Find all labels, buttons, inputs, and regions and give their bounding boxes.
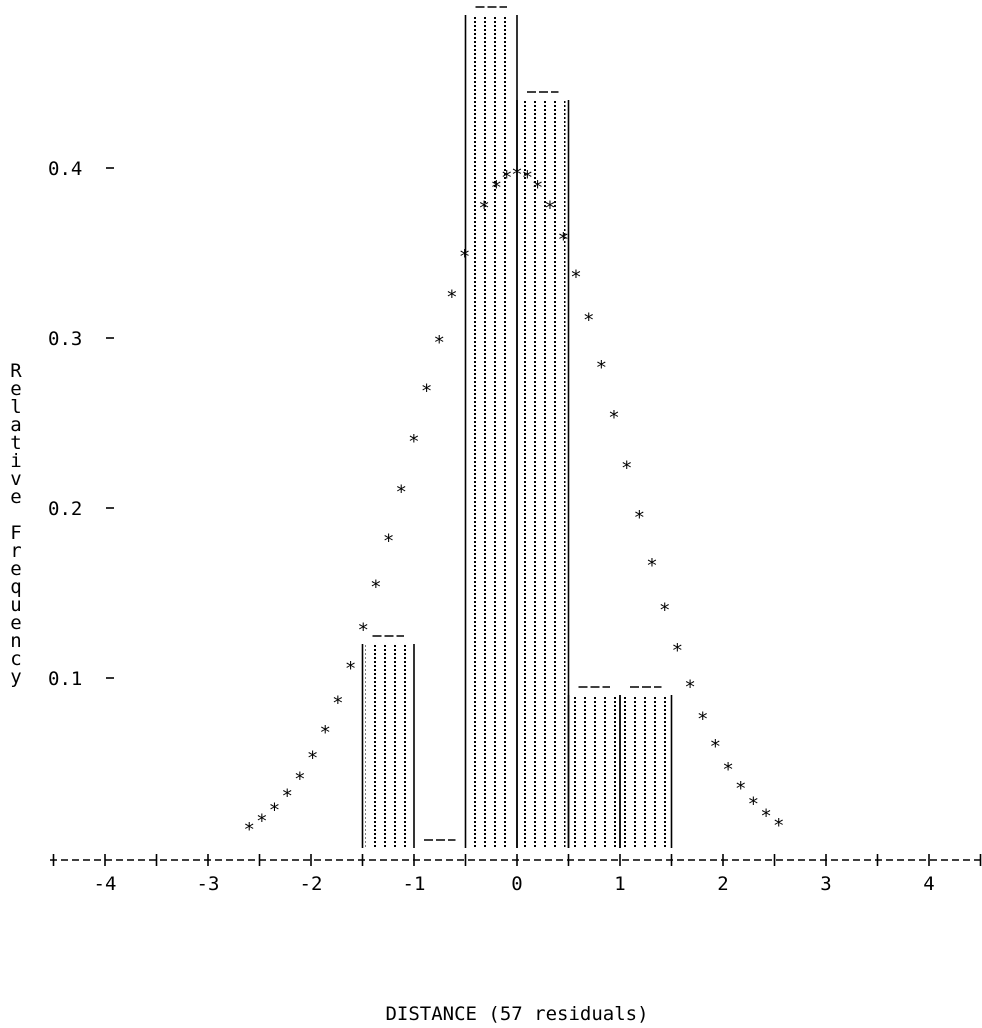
curve-point: * (697, 709, 708, 731)
y-axis-label-char: y (10, 666, 21, 688)
x-tick-label: -4 (94, 873, 117, 895)
x-tick-label: -3 (197, 873, 220, 895)
curve-point: * (558, 229, 569, 251)
histogram-bar (619, 686, 673, 848)
y-axis-label-char: r (10, 540, 21, 562)
curve-point: * (459, 246, 470, 268)
curve-point: * (370, 577, 381, 599)
curve-point: * (294, 768, 305, 790)
y-axis-label-char: e (10, 558, 21, 580)
bar-fill (571, 695, 617, 848)
y-tick-label: 0.4 (48, 158, 82, 180)
curve-point: * (243, 819, 254, 841)
curve-point: * (722, 759, 733, 781)
curve-point: * (522, 167, 533, 189)
x-tick-label: -2 (300, 873, 323, 895)
y-tick-label: 0.1 (48, 668, 82, 690)
curve-point: * (608, 407, 619, 429)
x-tick-label: 1 (614, 873, 625, 895)
curve-point: * (319, 722, 330, 744)
curve-point: * (532, 177, 543, 199)
y-axis-label-char: e (10, 612, 21, 634)
curve-point: * (596, 357, 607, 379)
x-tick-label: 2 (717, 873, 728, 895)
histogram-bars (361, 6, 673, 848)
curve-point: * (735, 778, 746, 800)
y-axis-label-char: t (10, 432, 21, 454)
histogram-bar (464, 6, 518, 848)
y-axis-label-char: l (10, 396, 21, 418)
y-axis-label-char: i (10, 450, 21, 472)
curve-point: * (659, 599, 670, 621)
curve-point: * (634, 507, 645, 529)
y-tick-label: 0.3 (48, 328, 82, 350)
histogram-bar (361, 635, 415, 848)
curve-point: * (281, 786, 292, 808)
bar-fill (468, 15, 514, 848)
curve-point: * (684, 677, 695, 699)
curve-point: * (269, 800, 280, 822)
y-axis-label-char: F (10, 522, 21, 544)
histogram-bar (516, 91, 570, 848)
curve-point: * (544, 198, 555, 220)
curve-point: * (710, 736, 721, 758)
curve-point: * (501, 167, 512, 189)
curve-point: * (434, 332, 445, 354)
bar-fill (365, 644, 411, 848)
curve-point: * (256, 810, 267, 832)
x-tick-label: -1 (403, 873, 426, 895)
bar-fill (520, 100, 566, 848)
y-tick-labels: 0.1 0.2 0.3 0.4 (48, 158, 114, 690)
x-axis (50, 854, 982, 866)
curve-point: * (570, 266, 581, 288)
curve-point: * (383, 530, 394, 552)
y-axis-label-char: c (10, 648, 21, 670)
x-tick-labels: -4 -3 -2 -1 0 1 2 3 4 (94, 873, 935, 895)
curve-point: * (491, 177, 502, 199)
y-axis-label-char: R (10, 360, 22, 382)
y-axis-label-char: e (10, 378, 21, 400)
curve-point: * (345, 658, 356, 680)
curve-point: * (583, 310, 594, 332)
y-axis-label-char: a (10, 414, 21, 436)
curve-point: * (773, 815, 784, 837)
x-tick-label: 4 (923, 873, 934, 895)
y-axis-label-char: u (10, 594, 21, 616)
curve-point: * (748, 793, 759, 815)
bar-fill (623, 695, 669, 848)
curve-point: * (408, 431, 419, 453)
y-axis-label-char: v (10, 468, 21, 490)
x-tick-label: 0 (511, 873, 522, 895)
curve-point: * (478, 198, 489, 220)
y-axis-label-char: e (10, 486, 21, 508)
x-axis-label: DISTANCE (57 residuals) (385, 1003, 648, 1025)
curve-point: * (760, 806, 771, 828)
curve-point: * (307, 747, 318, 769)
normal-curve: ****************************************… (243, 164, 784, 841)
curve-point: * (421, 381, 432, 403)
y-axis-label-char: n (10, 630, 21, 652)
curve-point: * (621, 457, 632, 479)
curve-point: * (446, 287, 457, 309)
curve-point: * (511, 164, 522, 186)
histogram-bar (567, 686, 621, 848)
y-tick-label: 0.2 (48, 498, 82, 520)
curve-point: * (357, 620, 368, 642)
x-tick-label: 3 (820, 873, 831, 895)
curve-point: * (672, 640, 683, 662)
curve-point: * (646, 555, 657, 577)
curve-point: * (332, 692, 343, 714)
y-axis-label-char: q (10, 576, 21, 598)
curve-point: * (396, 481, 407, 503)
